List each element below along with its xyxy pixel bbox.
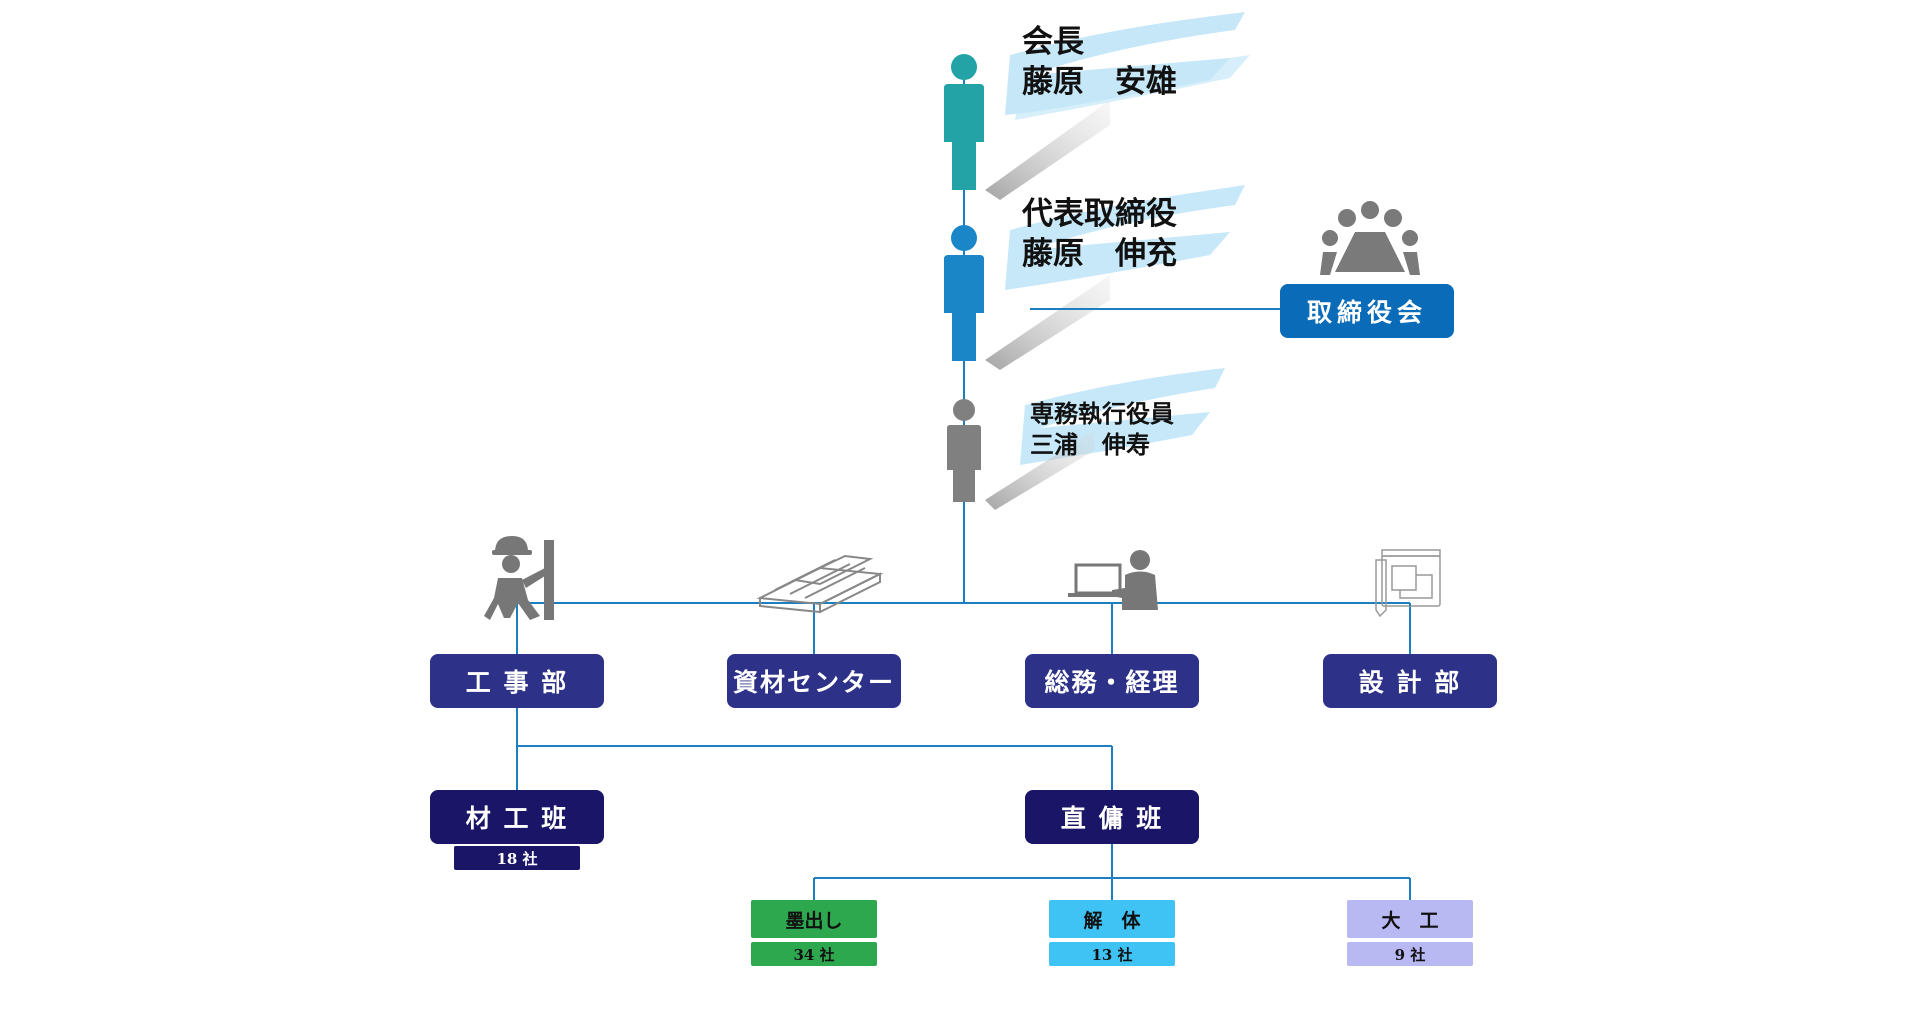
person-shadow-2 xyxy=(985,275,1110,370)
managing-officer-name: 三浦 伸寿 xyxy=(1030,430,1150,460)
general-affairs-box: 総務・経理 xyxy=(1025,654,1199,708)
board-meeting-icon xyxy=(1320,201,1420,275)
carpentry-trade-count: 9 社 xyxy=(1347,942,1473,966)
office-worker-icon xyxy=(1068,550,1158,610)
president-title: 代表取締役 xyxy=(1022,196,1177,232)
managing-officer-label: 専務執行役員 三浦 伸寿 xyxy=(1030,398,1174,460)
brush-stroke-1 xyxy=(1005,12,1250,120)
chairman-person-icon xyxy=(944,54,984,190)
construction-worker-icon xyxy=(484,536,554,620)
materials-center-box: 資材センター xyxy=(727,654,901,708)
managing-officer-person-icon xyxy=(947,399,981,502)
president-person-icon xyxy=(944,225,984,361)
blueprint-icon xyxy=(1375,549,1441,618)
design-dept-box: 設 計 部 xyxy=(1323,654,1497,708)
brush-stroke-2 xyxy=(1005,185,1245,290)
chairman-name: 藤原 安雄 xyxy=(1022,64,1177,101)
chairman-label: 会長 藤原 安雄 xyxy=(1022,22,1177,103)
demolition-trade-box: 解 体 xyxy=(1049,900,1175,938)
lumber-stack-icon xyxy=(756,554,884,614)
president-label: 代表取締役 藤原 伸充 xyxy=(1022,194,1177,275)
materials-team-count: 18 社 xyxy=(454,846,580,870)
connector-lines xyxy=(516,80,1411,900)
materials-team-box: 材 工 班 xyxy=(430,790,604,844)
brush-stroke-3 xyxy=(1020,368,1225,465)
president-name: 藤原 伸充 xyxy=(1022,236,1177,273)
marking-trade-count: 34 社 xyxy=(751,942,877,966)
construction-dept-box: 工 事 部 xyxy=(430,654,604,708)
person-shadow-1 xyxy=(985,100,1110,200)
board-of-directors-box: 取締役会 xyxy=(1280,284,1454,338)
demolition-trade-count: 13 社 xyxy=(1049,942,1175,966)
marking-trade-box: 墨出し xyxy=(751,900,877,938)
person-shadow-3 xyxy=(985,430,1095,510)
direct-hire-team-box: 直 傭 班 xyxy=(1025,790,1199,844)
chairman-title: 会長 xyxy=(1022,24,1084,60)
carpentry-trade-box: 大 工 xyxy=(1347,900,1473,938)
managing-officer-title: 専務執行役員 xyxy=(1030,399,1174,428)
